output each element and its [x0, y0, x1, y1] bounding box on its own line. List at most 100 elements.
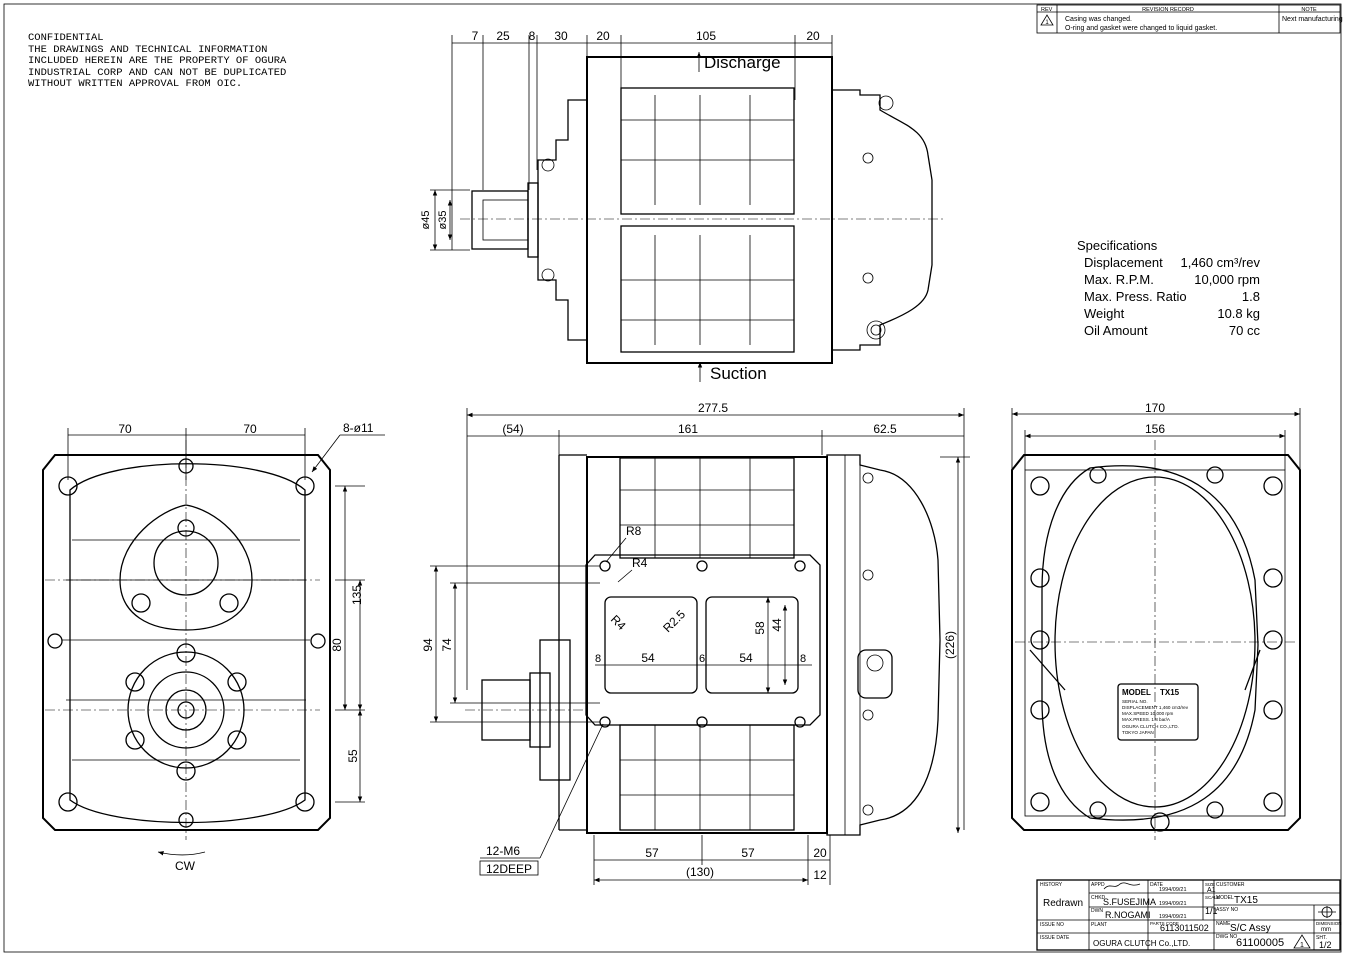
- dim-25: 25: [496, 29, 510, 43]
- port-right: [705, 596, 799, 694]
- left-dim-135: 135: [350, 585, 364, 605]
- tb-dwn-label: DWN: [1091, 908, 1103, 914]
- rev-header: REV: [1041, 7, 1053, 13]
- spec-value: 1,460 cm³/rev: [1181, 255, 1261, 270]
- tb-sht-label: SHT.: [1316, 935, 1327, 941]
- dia-45-label: ø45: [420, 211, 432, 230]
- tb-chkd-label: CHKD: [1091, 895, 1106, 901]
- tb-parts-code: 6113011502: [1160, 923, 1209, 933]
- tb-date1: 1994/09/21: [1159, 887, 1187, 893]
- tb-history-label: HISTORY: [1040, 882, 1063, 888]
- suction-label: Suction: [710, 364, 767, 383]
- tb-sheet: 1/2: [1319, 940, 1332, 950]
- tb-size-label: SIZE: [1205, 882, 1215, 887]
- dim-7: 7: [472, 29, 479, 43]
- confidential-line: WITHOUT WRITTEN APPROVAL FROM OIC.: [28, 78, 243, 90]
- radius-r25: R2.5: [660, 607, 688, 635]
- confidential-line: INCLUDED HEREIN ARE THE PROPERTY OF OGUR…: [28, 55, 287, 67]
- tb-model-label: MODEL: [1216, 895, 1234, 901]
- tb-issue-no-label: ISSUE NO: [1040, 922, 1064, 928]
- tb-customer-label: CUSTOMER: [1216, 882, 1245, 888]
- spec-title: Specifications: [1077, 238, 1158, 253]
- revision-record: REV REVISION RECORD NOTE 1 Casing was ch…: [1036, 4, 1343, 34]
- revision-triangle-icon: [1040, 14, 1054, 26]
- dim-30: 30: [554, 29, 568, 43]
- right-end-view: 170 156 MODEL TX15 SERIAL NO. DISPLACEME: [1011, 401, 1301, 840]
- left-dim-70a: 70: [118, 422, 132, 436]
- dim-h8a: 8: [595, 653, 601, 665]
- dim-h6: 6: [699, 653, 705, 665]
- dim-226: (226): [943, 631, 957, 659]
- rotation-label: CW: [175, 859, 196, 873]
- title-block: HISTORY Redrawn APPD CHKD S.FUSEJIMA DWN…: [1036, 879, 1342, 951]
- spec-value: 70 cc: [1229, 323, 1261, 338]
- spec-label: Max. Press. Ratio: [1084, 289, 1187, 304]
- approval-signature: [1103, 882, 1141, 890]
- port-left: [604, 596, 698, 694]
- dim-b20: 20: [813, 846, 827, 860]
- dim-74: 74: [440, 638, 454, 652]
- plate-line: SERIAL NO.: [1122, 699, 1148, 704]
- tb-unit: mm: [1321, 927, 1331, 933]
- dia-35-label: ø35: [437, 211, 449, 230]
- tb-dwg-no: 61100005: [1236, 937, 1284, 949]
- tb-date-label: DATE: [1150, 882, 1164, 888]
- tb-checker: S.FUSEJIMA: [1103, 897, 1156, 907]
- dim-h54a: 54: [641, 651, 655, 665]
- spec-value: 1.8: [1242, 289, 1260, 304]
- revision-line: O-ring and gasket were changed to liquid…: [1065, 25, 1217, 32]
- spec-value: 10.8 kg: [1217, 306, 1260, 321]
- sheet-border: [3, 3, 1342, 953]
- dim-20b: 20: [806, 29, 820, 43]
- thread-callout: 12-M6: [486, 844, 520, 858]
- dim-105: 105: [696, 29, 716, 43]
- tb-drafter: R.NOGAMI: [1105, 910, 1151, 920]
- discharge-label: Discharge: [704, 53, 781, 72]
- front-housing: [586, 456, 828, 834]
- dim-h8b: 8: [800, 653, 806, 665]
- dim-54: (54): [502, 422, 523, 436]
- dim-130: (130): [686, 865, 714, 879]
- holes-callout: 8-ø11: [343, 421, 374, 435]
- left-dim-80: 80: [330, 638, 344, 652]
- dim-170: 170: [1145, 401, 1165, 415]
- tb-assy-label: ASSY NO: [1216, 907, 1238, 913]
- plate-line: MAX.PRESS. 1.8 bar/A: [1122, 717, 1171, 722]
- confidential-line: THE DRAWINGS AND TECHNICAL INFORMATION: [28, 43, 268, 56]
- plate-line: MAX.SPEED 10,000 rpm: [1122, 711, 1173, 716]
- dim-20: 20: [596, 29, 610, 43]
- top-housing: [586, 56, 833, 364]
- tb-name: S/C Assy: [1230, 923, 1271, 934]
- spec-value: 10,000 rpm: [1194, 272, 1260, 287]
- specifications: Specifications Displacement 1,460 cm³/re…: [1077, 238, 1260, 338]
- dim-44: 44: [770, 618, 784, 632]
- radius-r4: R4: [632, 556, 648, 570]
- revision-note: Next manufacturing: [1282, 16, 1343, 23]
- name-plate: MODEL TX15 SERIAL NO. DISPLACEMENT 1,460…: [1117, 683, 1199, 741]
- tb-company: OGURA CLUTCH Co.,LTD.: [1093, 939, 1190, 948]
- tb-date3: 1994/09/21: [1159, 914, 1187, 920]
- right-flange-outline: [1011, 454, 1301, 831]
- tb-date2: 1994/09/21: [1159, 901, 1187, 907]
- plate-city: TOKYO JAPAN: [1122, 730, 1154, 735]
- spec-label: Max. R.P.M.: [1084, 272, 1154, 287]
- dim-8: 8: [529, 29, 536, 43]
- dwg-rev-triangle-icon: [1293, 934, 1311, 949]
- tb-size: A1: [1207, 887, 1216, 894]
- tb-dimension-label: DIMENSION: [1316, 921, 1342, 926]
- revision-symbol: 1: [1045, 20, 1049, 26]
- tb-dwg-rev: 1: [1300, 942, 1304, 949]
- dim-57a: 57: [645, 846, 659, 860]
- tb-model: TX15: [1234, 895, 1258, 906]
- revision-record-header: REVISION RECORD: [1142, 7, 1194, 13]
- revision-line: Casing was changed.: [1065, 16, 1132, 23]
- confidential-line: CONFIDENTIAL: [28, 32, 104, 44]
- dim-h54b: 54: [739, 651, 753, 665]
- tb-redrawn: Redrawn: [1043, 898, 1083, 909]
- plate-model-label: MODEL: [1122, 688, 1151, 697]
- dim-57b: 57: [741, 846, 755, 860]
- thread-depth: 12DEEP: [486, 862, 532, 876]
- front-view: 277.5 (54) 161 62.5 R8 R4: [421, 401, 970, 885]
- dim-58: 58: [753, 621, 767, 635]
